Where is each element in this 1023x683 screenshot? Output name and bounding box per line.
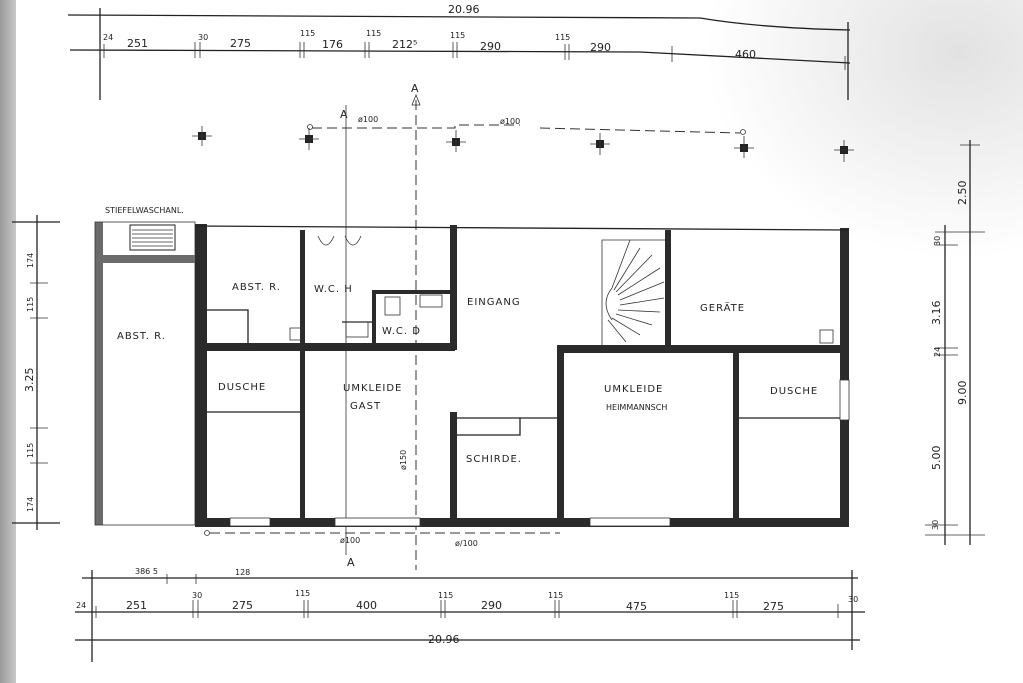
- section-mark-a: A: [411, 82, 419, 95]
- right-dim: 5.00: [930, 446, 943, 471]
- pipe-label: ø150: [399, 450, 408, 470]
- room-label-umkleide-gast-2: GAST: [350, 401, 381, 412]
- building: [94, 221, 850, 527]
- left-dim: 115: [26, 443, 35, 458]
- top-dim: 30: [198, 33, 208, 42]
- room-labels: STIEFELWASCHANL. ABST. R. ABST. R. W.C. …: [105, 206, 818, 470]
- spiral-stair: [601, 239, 665, 345]
- pipe-label: ø100: [500, 117, 520, 126]
- top-dim: 290: [480, 40, 501, 53]
- right-dim: 9.00: [956, 381, 969, 406]
- bottom-dim: 251: [126, 599, 147, 612]
- bottom-dim: 400: [356, 599, 377, 612]
- top-dim: 275: [230, 37, 251, 50]
- right-dimension-lines: 30 3.16 24 5.00 30 2.50 9.00: [925, 140, 985, 545]
- room-label-umkleide-gast: UMKLEIDE: [343, 383, 402, 394]
- room-label-umkleide-heim: UMKLEIDE: [604, 384, 663, 395]
- right-dim: 30: [933, 236, 942, 246]
- bottom-dim: 24: [76, 601, 86, 610]
- bottom-dim: 275: [763, 600, 784, 613]
- room-label-eingang: EINGANG: [467, 297, 521, 308]
- section-mark-a: A: [347, 556, 355, 569]
- top-dim: 115: [450, 31, 465, 40]
- section-mark-a: A: [340, 108, 348, 121]
- bottom-overall-dim: 20.96: [428, 633, 460, 646]
- top-dim: 212⁵: [392, 38, 417, 51]
- bottom-dim: 386 5: [135, 567, 158, 576]
- bottom-markers: ø100 ø/100 A: [204, 530, 560, 569]
- bottom-dim: 115: [548, 591, 563, 600]
- left-dim: 174: [26, 497, 35, 512]
- bottom-dimension-lines: 386 5 128 24 251 30 275 115 400 115 290 …: [75, 567, 865, 662]
- room-label-wc-h: W.C. H: [314, 284, 353, 295]
- bottom-dim: 30: [848, 595, 858, 604]
- bottom-dim: 30: [192, 591, 202, 600]
- room-label-geraete: GERÄTE: [700, 301, 745, 314]
- bottom-dim: 475: [626, 600, 647, 613]
- room-label-dusche-left: DUSCHE: [218, 382, 266, 393]
- top-dimension-lines: 20.96 24 251 30 275 115 176 115 212⁵ 115…: [67, 3, 851, 100]
- scan-edge: [0, 0, 16, 683]
- left-dim: 174: [26, 253, 35, 268]
- room-label-abst-r-left: ABST. R.: [117, 331, 166, 342]
- left-dim: 115: [26, 297, 35, 312]
- left-dimension-lines: 174 115 3.25 115 174: [12, 215, 60, 530]
- right-dim: 24: [933, 347, 942, 357]
- top-dim: 115: [366, 29, 381, 38]
- top-dim: 176: [322, 38, 343, 51]
- top-dim: 115: [555, 33, 570, 42]
- bottom-dim: 115: [438, 591, 453, 600]
- bottom-dim: 115: [295, 589, 310, 598]
- top-dim: 460: [735, 48, 756, 61]
- top-dim: 24: [103, 33, 113, 42]
- room-label-wc-d: W.C. D: [382, 326, 421, 337]
- bottom-dim: 128: [235, 568, 250, 577]
- room-label-abst-r: ABST. R.: [232, 282, 281, 293]
- room-label-dusche-right: DUSCHE: [770, 386, 818, 397]
- pipe-label: ø100: [340, 536, 360, 545]
- bottom-dim: 115: [724, 591, 739, 600]
- top-overall-dim: 20.96: [448, 3, 480, 16]
- top-dim: 251: [127, 37, 148, 50]
- left-dim: 3.25: [23, 368, 36, 393]
- grid-markers: ø100 ø100 A A: [192, 82, 854, 570]
- bottom-dim: 290: [481, 599, 502, 612]
- top-dim: 115: [300, 29, 315, 38]
- room-label-umkleide-heim-2: HEIMMANNSCH: [606, 403, 667, 412]
- right-dim: 2.50: [956, 181, 969, 206]
- right-dim: 30: [931, 520, 940, 530]
- right-dim: 3.16: [930, 301, 943, 326]
- pipe-label: ø100: [358, 115, 378, 124]
- bottom-dim: 275: [232, 599, 253, 612]
- pipe-label: ø/100: [455, 539, 478, 548]
- top-dim: 290: [590, 41, 611, 54]
- room-label-stiefelwaschanl: STIEFELWASCHANL.: [105, 206, 184, 215]
- room-label-schirde: SCHIRDE.: [466, 454, 522, 465]
